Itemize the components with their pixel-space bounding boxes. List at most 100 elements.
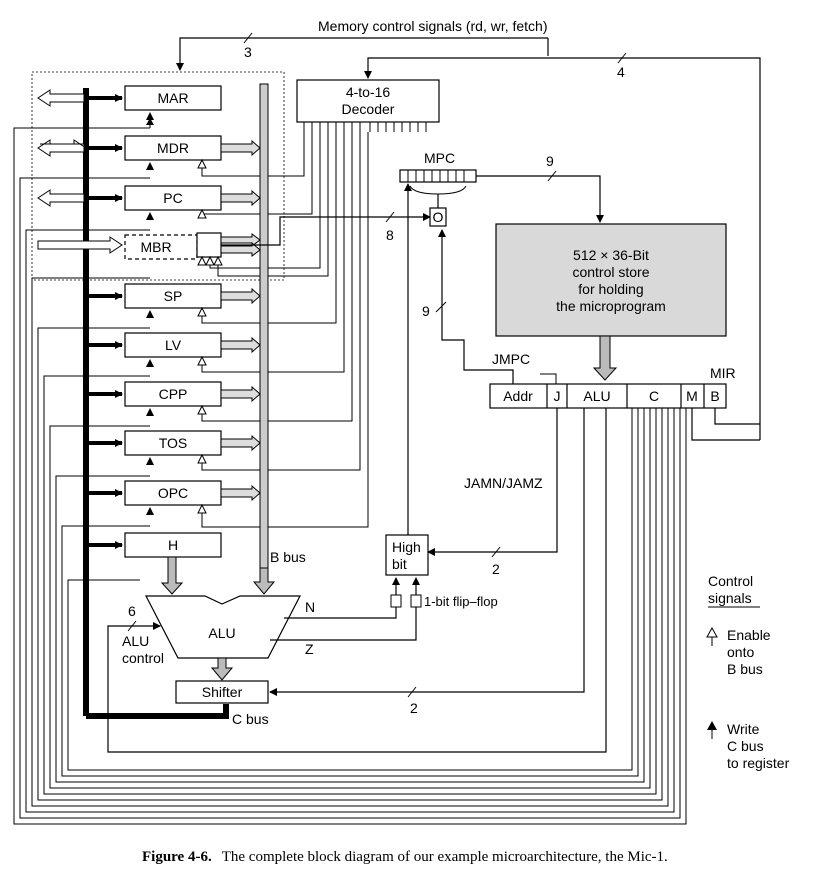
mbr-to-or-line xyxy=(221,213,431,246)
mpc-register xyxy=(399,169,477,183)
or-label: O xyxy=(433,209,444,225)
alu-control-line2: control xyxy=(122,650,164,666)
legend-enable-line3: B bus xyxy=(727,661,763,677)
shifter-count-tick xyxy=(407,686,417,698)
mem-count: 3 xyxy=(244,44,252,60)
alu-to-shifter-arrow xyxy=(210,657,234,681)
high-bit-box xyxy=(385,534,429,576)
mir-label: MIR xyxy=(710,365,736,381)
b-bus-enable-arrows xyxy=(220,139,261,502)
mpc-label: MPC xyxy=(424,150,455,166)
shifter-label: Shifter xyxy=(202,684,243,700)
mbr-count: 8 xyxy=(386,227,394,243)
decoder-enable-lines xyxy=(201,132,369,528)
register-mdr-label: MDR xyxy=(157,140,189,156)
legend-write-line2: C bus xyxy=(727,738,764,754)
register-mdr: MDR xyxy=(86,135,222,161)
z-label: Z xyxy=(305,641,314,657)
flipflop-z xyxy=(410,594,422,608)
legend-write-line3: to register xyxy=(727,755,790,771)
register-h: H xyxy=(86,532,222,558)
decoder-line2: Decoder xyxy=(342,101,395,117)
c-bus-bottom xyxy=(86,704,229,719)
alu-control-line xyxy=(107,408,607,753)
alu-label: ALU xyxy=(208,625,235,641)
legend-title-line2: signals xyxy=(708,590,752,606)
c-field-write-lines xyxy=(13,127,687,825)
register-pc: PC xyxy=(86,185,222,211)
control-store-line2: control store xyxy=(572,264,649,280)
caption-text: The complete block diagram of our exampl… xyxy=(222,849,668,865)
jam-label: JAMN/JAMZ xyxy=(464,475,543,491)
alu-control-count: 6 xyxy=(128,603,136,619)
register-tos-label: TOS xyxy=(159,435,188,451)
decoder-count: 4 xyxy=(617,64,625,80)
addr-count-tick xyxy=(435,301,447,313)
alu-shape xyxy=(145,595,301,659)
mpc-brace xyxy=(409,185,467,195)
memory-control-label: Memory control signals (rd, wr, fetch) xyxy=(318,18,548,34)
shifter-box xyxy=(175,680,269,704)
register-cpp: CPP xyxy=(86,381,222,407)
jmpc-line xyxy=(540,373,557,386)
alu-control-line1: ALU xyxy=(122,633,149,649)
register-tos: TOS xyxy=(86,430,222,456)
register-lv: LV xyxy=(86,332,222,358)
mbr-count-tick xyxy=(385,211,395,223)
register-pc-label: PC xyxy=(163,190,182,206)
caption-figure: Figure 4-6. xyxy=(142,849,212,865)
legend-write-line1: Write xyxy=(727,721,760,737)
register-lv-label: LV xyxy=(165,337,182,353)
mpc-to-store-line xyxy=(476,175,604,223)
control-store-line3: for holding xyxy=(578,281,643,297)
mir-field-alu: ALU xyxy=(583,388,610,404)
write-legend-icon xyxy=(707,721,717,730)
memory-arrows xyxy=(37,89,123,254)
high-bit-line2: bit xyxy=(392,556,407,572)
register-h-label: H xyxy=(168,537,178,553)
mpc-bits xyxy=(407,170,465,182)
n-line xyxy=(284,607,397,619)
n-label: N xyxy=(305,599,315,615)
register-mbr-label: MBR xyxy=(140,239,171,255)
m-field-line xyxy=(691,408,760,441)
c-bus-label: C bus xyxy=(232,711,269,727)
mem-count-tick xyxy=(243,32,253,44)
shifter-count: 2 xyxy=(410,700,418,716)
h-to-alu-arrow xyxy=(160,556,184,595)
mpc-count: 9 xyxy=(546,153,554,169)
b-bus-label: B bus xyxy=(270,549,306,565)
mpc-count-tick xyxy=(547,170,557,182)
store-to-mir-arrow xyxy=(592,335,618,381)
decoder-count-tick xyxy=(617,52,627,64)
b-bus-line xyxy=(259,83,269,569)
register-sp: SP xyxy=(86,283,222,309)
decoder-line1: 4-to-16 xyxy=(346,84,391,100)
legend-enable-line1: Enable xyxy=(727,627,771,643)
register-cpp-label: CPP xyxy=(159,386,188,402)
z-line xyxy=(270,607,417,641)
register-mar-label: MAR xyxy=(157,90,188,106)
register-mar: MAR xyxy=(86,85,222,111)
decoder-outputs xyxy=(303,122,427,132)
addr-to-or-line xyxy=(438,229,514,386)
register-opc: OPC xyxy=(86,480,222,506)
jmpc-label: JMPC xyxy=(492,351,530,367)
memory-control-line xyxy=(176,37,548,71)
mir-field-m: M xyxy=(686,388,698,404)
jam-line xyxy=(427,408,558,556)
decoder-box xyxy=(296,79,440,123)
mir-register: Addr J ALU C M B xyxy=(489,383,727,409)
flipflop-n xyxy=(390,594,402,608)
high-bit-line1: High xyxy=(392,539,421,555)
or-gate xyxy=(429,207,447,227)
figure-caption: Figure 4-6. The complete block diagram o… xyxy=(142,848,668,865)
mir-field-b: B xyxy=(710,388,719,404)
control-store-line1: 512 × 36-Bit xyxy=(573,247,649,263)
write-control-arrows xyxy=(146,112,154,515)
addr-count: 9 xyxy=(422,303,430,319)
mir-field-addr: Addr xyxy=(503,388,533,404)
decoder-feed-line xyxy=(364,57,761,440)
shifter-control-line xyxy=(269,408,585,696)
